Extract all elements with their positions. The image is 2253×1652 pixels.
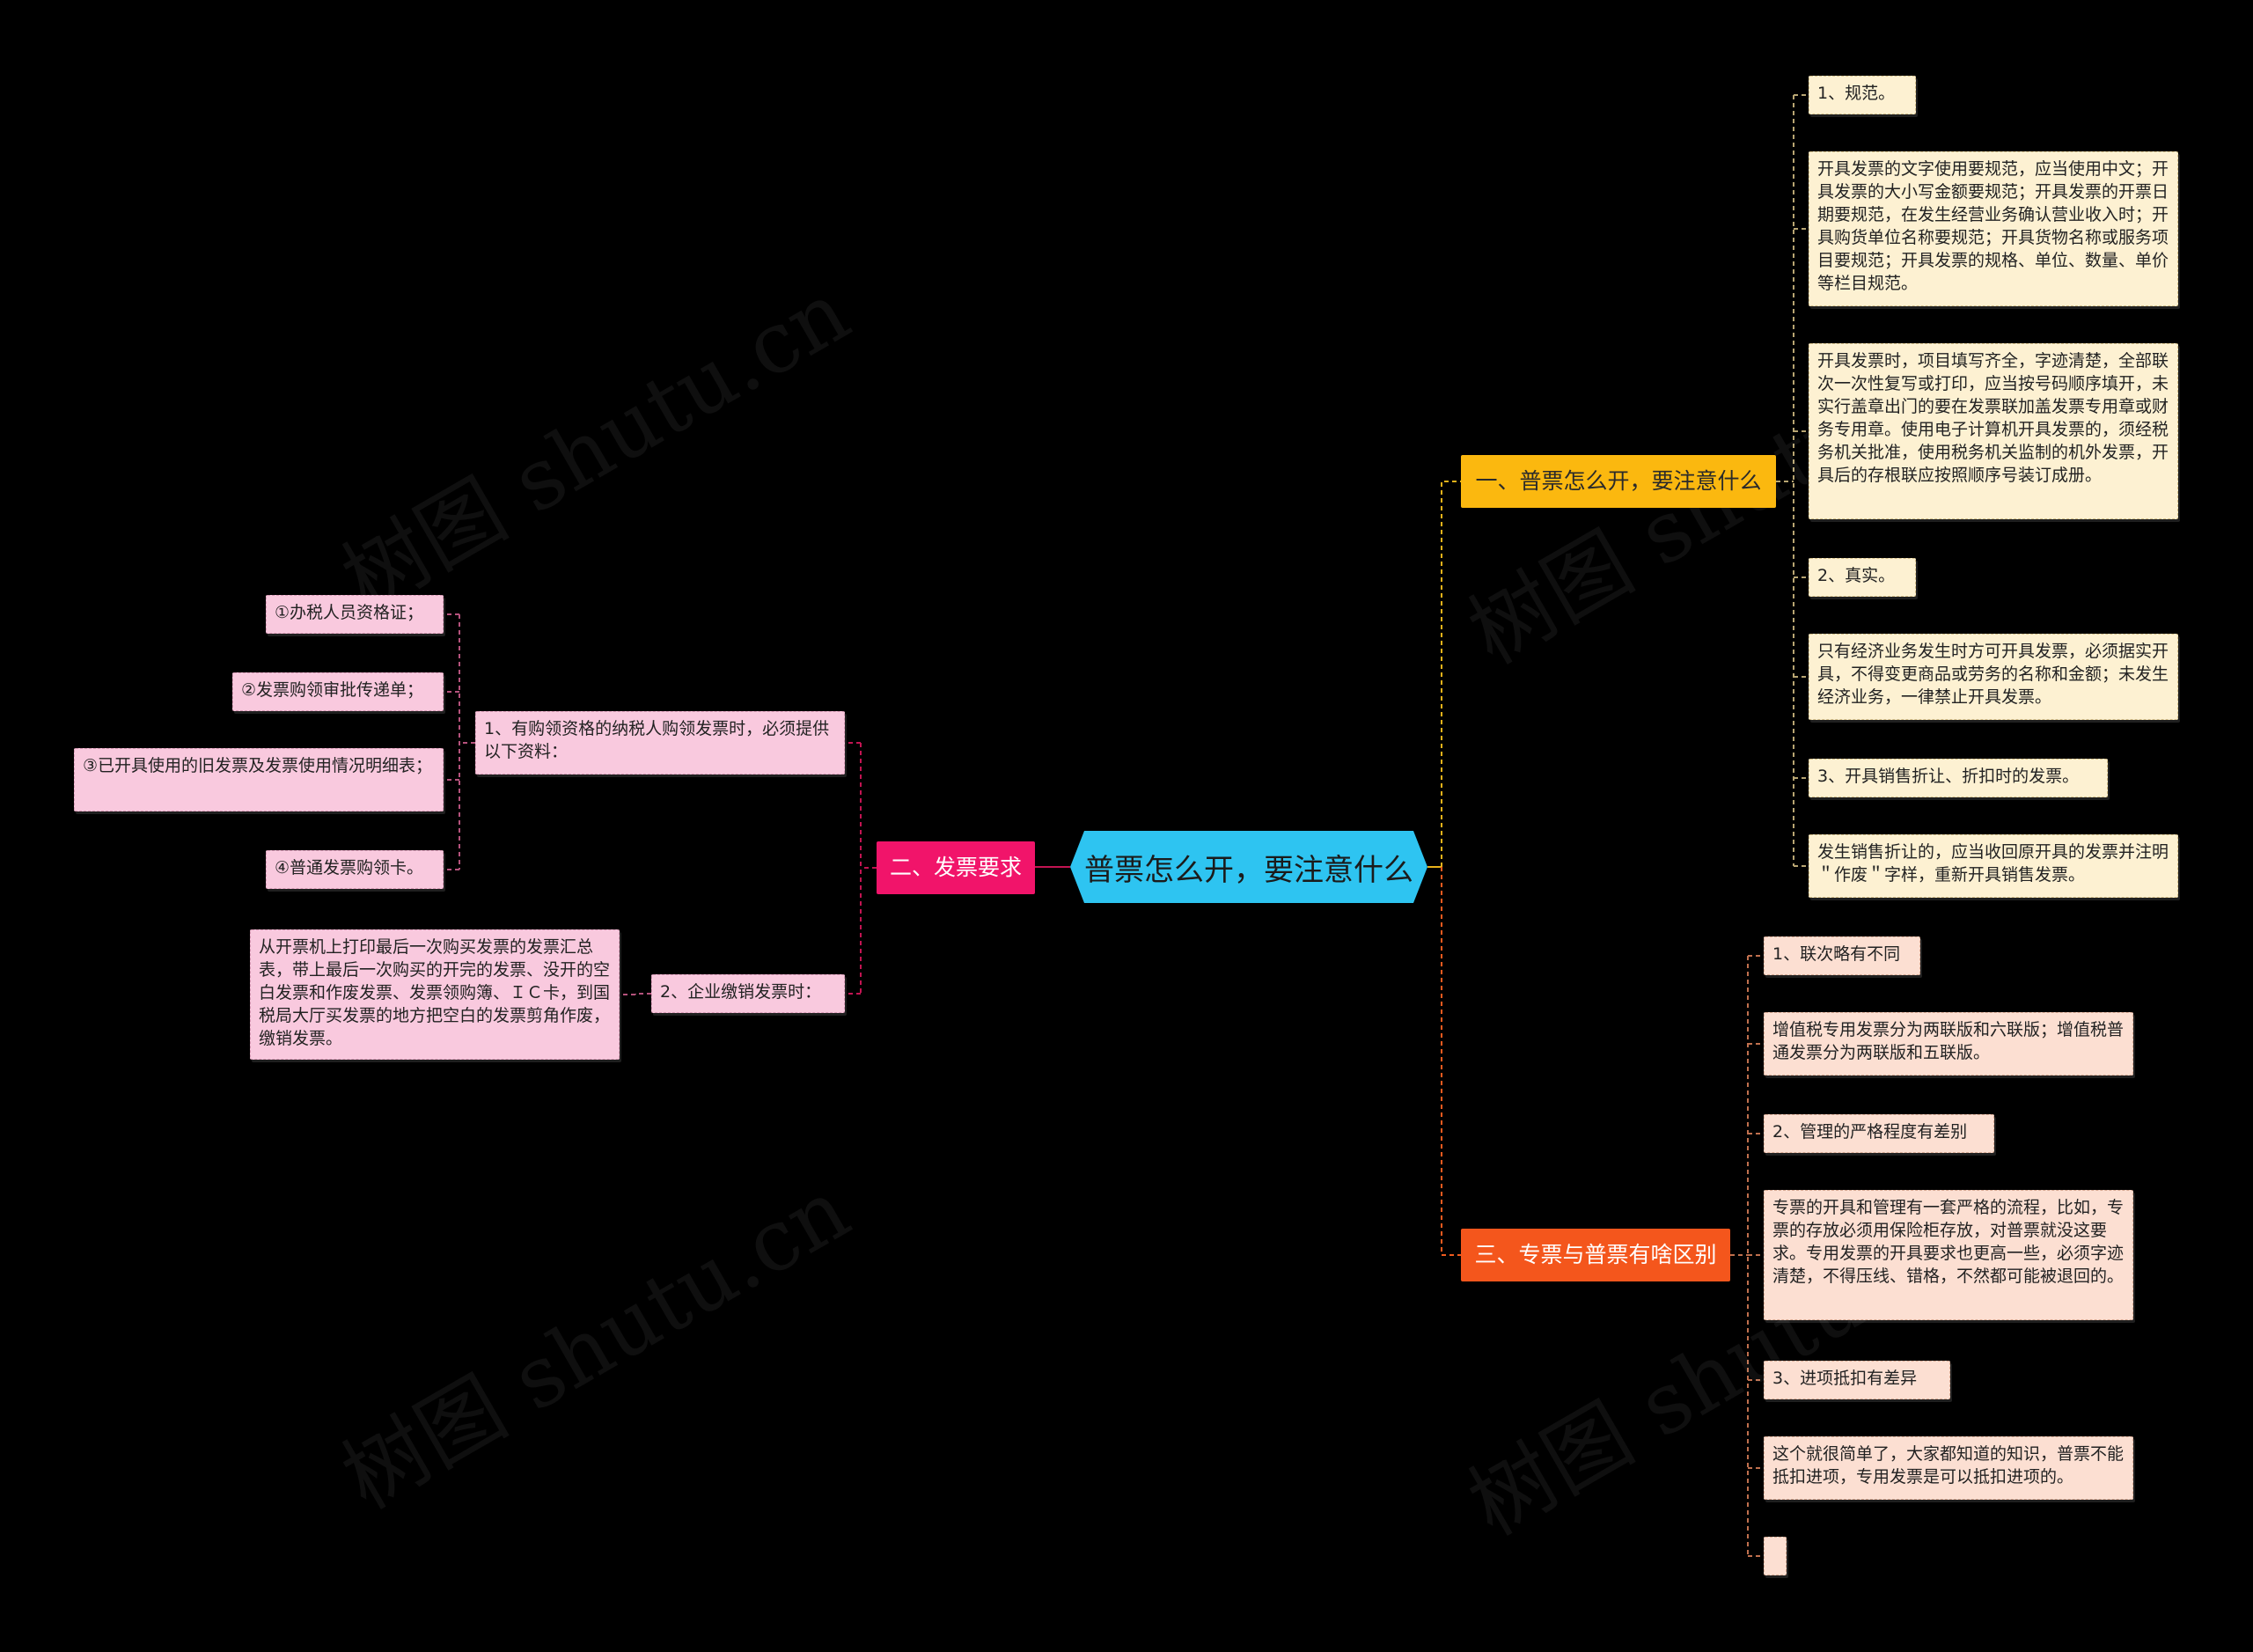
branch-3-topic[interactable]: 三、专票与普票有啥区别 xyxy=(1461,1229,1730,1281)
root-to-branch-3 xyxy=(1441,867,1461,1256)
branch-1-item-7[interactable]: 发生销售折让的，应当收回原开具的发票并注明＂作废＂字样，重新开具销售发票。 xyxy=(1809,834,2178,898)
root-topic-label: 普票怎么开，要注意什么 xyxy=(1084,852,1413,888)
branch-1-item-2[interactable]: 开具发票的文字使用要规范，应当使用中文；开具发票的大小写金额要规范；开具发票的开… xyxy=(1809,151,2178,306)
branch-3-item-2[interactable]: 增值税专用发票分为两联版和六联版；增值税普通发票分为两联版和五联版。 xyxy=(1764,1012,2133,1076)
branch-2-sub-2[interactable]: 2、企业缴销发票时： xyxy=(651,974,845,1013)
branch-2-sub-1[interactable]: 1、有购领资格的纳税人购领发票时，必须提供以下资料： xyxy=(475,711,845,775)
branch-1-topic[interactable]: 一、普票怎么开，要注意什么 xyxy=(1461,455,1776,508)
branch-2-sub-1-item-4[interactable]: ④普通发票购领卡。 xyxy=(266,850,444,889)
branch-2-sub-1-item-1[interactable]: ①办税人员资格证； xyxy=(266,595,444,634)
branch-1-item-4[interactable]: 2、真实。 xyxy=(1809,558,1916,597)
branch-2-sub-1-item-2[interactable]: ②发票购领审批传递单； xyxy=(232,672,444,711)
branch-3-item-5[interactable]: 3、进项抵扣有差异 xyxy=(1764,1361,1950,1399)
root-to-branch-1 xyxy=(1441,481,1461,867)
branch-2-sub-2-item-1[interactable]: 从开票机上打印最后一次购买发票的发票汇总表，带上最后一次购买的开完的发票、没开的… xyxy=(250,929,620,1060)
branch-1-item-6[interactable]: 3、开具销售折让、折扣时的发票。 xyxy=(1809,759,2108,797)
branch-1-item-3[interactable]: 开具发票时，项目填写齐全，字迹清楚，全部联次一次性复写或打印，应当按号码顺序填开… xyxy=(1809,343,2178,519)
root-topic[interactable]: 普票怎么开，要注意什么 xyxy=(1070,831,1427,903)
branch-3-item-1[interactable]: 1、联次略有不同 xyxy=(1764,936,1920,975)
branch-2-topic[interactable]: 二、发票要求 xyxy=(877,841,1035,894)
branch-2-sub-1-item-3[interactable]: ③已开具使用的旧发票及发票使用情况明细表； xyxy=(74,748,444,811)
branch-1-item-5[interactable]: 只有经济业务发生时方可开具发票，必须据实开具，不得变更商品或劳务的名称和金额；未… xyxy=(1809,634,2178,720)
branch-3-item-6[interactable]: 这个就很简单了，大家都知道的知识，普票不能抵扣进项，专用发票是可以抵扣进项的。 xyxy=(1764,1436,2133,1500)
branch-3-item-4[interactable]: 专票的开具和管理有一套严格的流程，比如，专票的存放必须用保险柜存放，对普票就没这… xyxy=(1764,1190,2133,1320)
branch-3-item-7[interactable] xyxy=(1764,1537,1787,1575)
branch-1-item-1[interactable]: 1、规范。 xyxy=(1809,76,1916,114)
branch-3-item-3[interactable]: 2、管理的严格程度有差别 xyxy=(1764,1114,1994,1153)
